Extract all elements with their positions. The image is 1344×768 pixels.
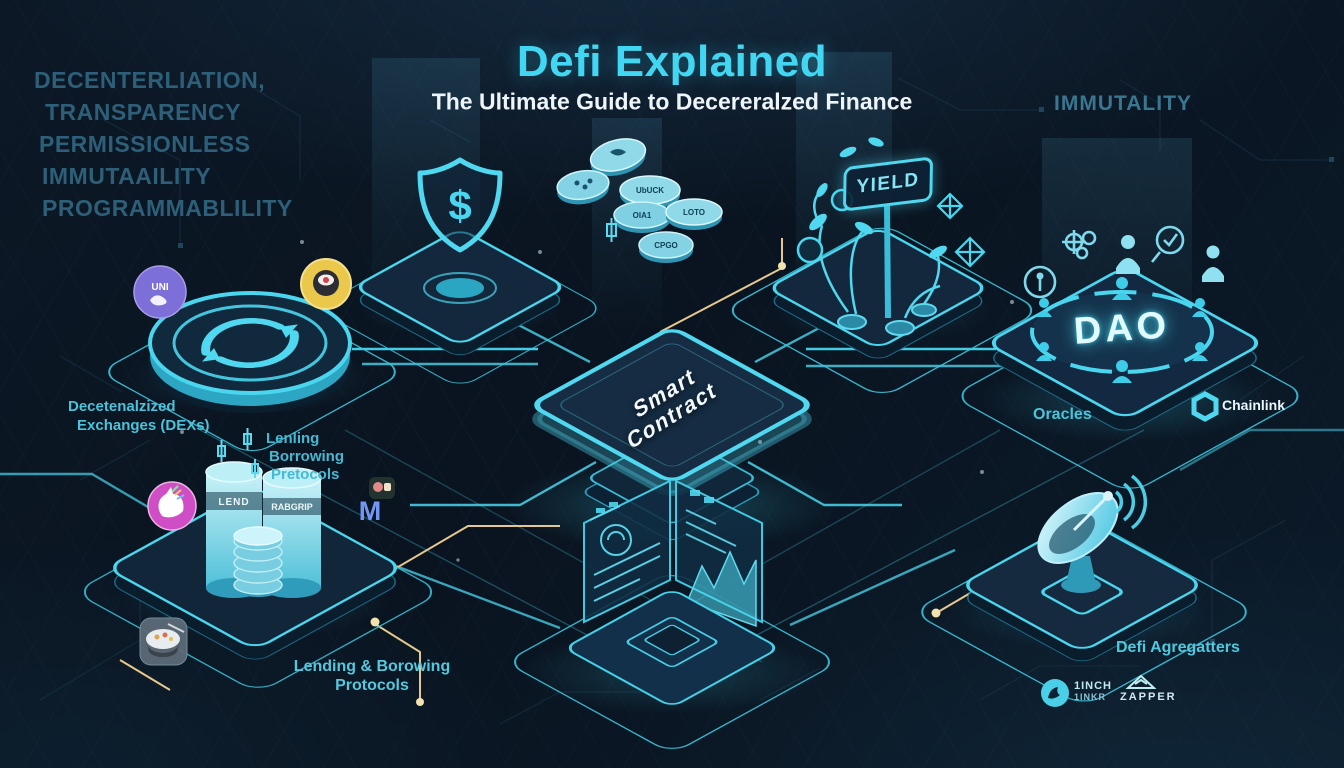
coin-label: CPGO [654,241,678,250]
coin-label: LOTO [683,208,705,217]
property-item: IMMUTAAILITY [42,163,212,189]
yield-sign-post [884,204,891,319]
dao-label: DAO [1072,304,1172,353]
immutality-keyword: IMMUTALITY [1054,92,1192,115]
dao-cluster [961,225,1299,489]
chip-top-face [534,329,810,481]
person-icon [1116,235,1140,274]
property-item: DECENTERLIATION, [34,67,266,93]
uniswap-pink-badge [147,481,197,531]
tiny-chart-decorations [217,428,259,478]
unicorn-glyph [150,295,167,306]
unicorn-head-glyph [158,487,184,518]
key-lock-icon [1023,265,1057,299]
oneinch-label: 1INCH 1INKR [1074,680,1113,703]
coin-stack [233,526,283,597]
satellite-dish-icon [1037,474,1148,593]
oneinch-logo-icon [1041,679,1069,707]
candle-icon [606,218,617,242]
sushi-bowl-badge [139,617,188,666]
property-item: PROGRAMMABLILITY [42,195,293,221]
yield-farm-cluster [731,137,1033,393]
uni-badge-label: UNI [151,282,168,293]
gear-cluster-icon [1062,230,1097,260]
uniswap-badge: UNI [133,265,187,319]
coin [589,138,647,177]
defi-aggregators-label: Defi Agregatters [1116,639,1240,656]
oracles-label: Oracles [1033,406,1092,423]
dex-label: Decetenalzized Exchanges (DEXs) [68,398,210,434]
satellite-cluster [921,474,1247,702]
vote-check-magnifier-icon [1150,225,1185,263]
swap-arrows-icon [201,318,299,368]
coin [556,169,610,205]
property-item: PERMISSIONLESS [39,131,251,157]
m-logo-label: M [359,496,382,526]
dollar-symbol: $ [448,182,471,229]
cylinder-label: RABGRIP [271,502,313,512]
plant-coins [796,188,937,336]
coin: OIA1 [613,201,671,233]
zapper-label: ZAPPER [1120,691,1177,703]
zapper-logo-icon [1125,674,1157,689]
governance-icons [1023,225,1224,299]
chainlink-label: Chainlink [1222,397,1286,413]
signal-waves-icon [1114,474,1148,530]
dao-member-nodes [1036,277,1208,383]
dex-disc-face [148,291,352,395]
coin: LOTO [665,198,723,230]
kite-diamond-decorations [936,192,986,268]
dollar-shield-icon: $ [417,157,503,253]
defi-properties-list: DECENTERLIATION, TRANSPARENCY PERMISSION… [34,64,293,224]
property-item: TRANSPARENCY [45,99,241,125]
yield-outline-platform [731,227,1033,393]
lending-side-label: Lenling Borrowing Pretocols [266,430,344,483]
coin-label: OIA1 [633,211,652,220]
smart-contract-chip [532,329,812,541]
sushiswap-badge [300,258,352,310]
dashboard-cluster [514,479,830,749]
sushi-roll-icon [323,277,329,283]
chainlink-logo-icon [1191,391,1219,422]
leaves [809,137,947,259]
lending-bottom-label: Lending & Borowing Protocols [293,658,451,694]
security-shield-cluster: $ [323,157,597,384]
lending-cluster: LEND RABGRIP [83,428,433,688]
aave-badge: M [359,477,395,526]
holographic-walls [583,479,763,628]
coin: CPGO [638,231,694,263]
page-title: Defi Explained [516,37,828,86]
coin-label: UbUCK [636,186,664,195]
page-subtitle: The Ultimate Guide to Decereralzed Finan… [431,88,913,115]
cylinder-label: LEND [218,497,249,508]
person-icon [1202,245,1224,282]
token-coins-cluster: UbUCK OIA1 LOTO CPGO [556,138,723,263]
dex-cluster: UNI [108,258,396,452]
dao-ring [1030,290,1214,374]
orange-trace-dots [370,262,941,706]
